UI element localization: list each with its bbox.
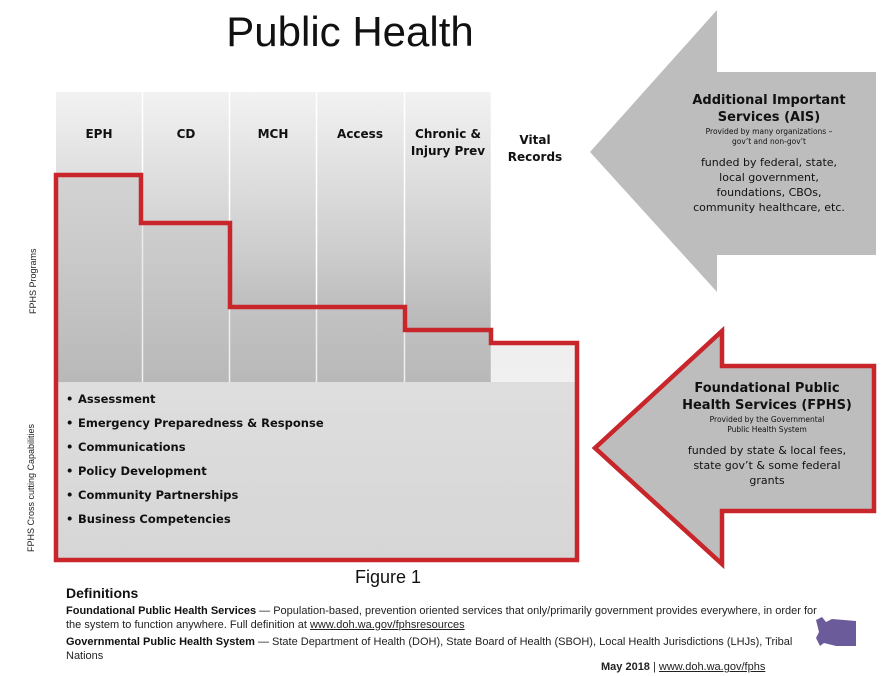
fphs-provided-line2: Public Health System xyxy=(727,425,807,434)
ais-arrow xyxy=(590,10,876,292)
capability-label: Business Competencies xyxy=(78,512,231,526)
ais-funded-line: funded by federal, state, xyxy=(700,156,838,169)
column-vital xyxy=(492,95,577,382)
washington-state-icon xyxy=(816,617,856,646)
footer: May 2018 | www.doh.wa.gov/fphs xyxy=(601,661,765,673)
fphs-funded-line: funded by state & local fees, xyxy=(687,444,847,457)
ais-title-line2: Services (AIS) xyxy=(717,110,821,125)
definitions-heading: Definitions xyxy=(66,585,139,601)
capability-label: Assessment xyxy=(78,392,156,406)
definition-gphs: Governmental Public Health System — Stat… xyxy=(66,635,806,663)
page-title: Public Health xyxy=(226,8,474,55)
ais-funded-text: funded by federal, state, local governme… xyxy=(664,155,874,215)
fphs-title-line1: Foundational Public xyxy=(694,381,840,396)
fphs-funded-line: state gov’t & some federal xyxy=(693,459,841,472)
definition-text: — State Department of Health (DOH), Stat… xyxy=(66,636,793,662)
capability-label: Emergency Preparedness & Response xyxy=(78,416,324,430)
capabilities-band xyxy=(56,382,577,560)
footer-link[interactable]: www.doh.wa.gov/fphs xyxy=(658,661,766,673)
capability-item: •Policy Development xyxy=(66,464,207,478)
definitions-section: Definitions Foundational Public Health S… xyxy=(66,585,826,666)
ais-provided-line2: gov’t and non-gov’t xyxy=(732,137,806,146)
definition-term: Governmental Public Health System xyxy=(66,636,255,648)
ais-funded-line: local government, xyxy=(719,171,819,184)
capability-item: •Emergency Preparedness & Response xyxy=(66,416,324,430)
capability-label: Communications xyxy=(78,440,186,454)
fphs-title-line2: Health Services (FPHS) xyxy=(682,398,852,413)
fphs-arrow-text: Foundational Public Health Services (FPH… xyxy=(664,380,870,488)
footer-date: May 2018 xyxy=(601,661,650,673)
fphs-funded-line: grants xyxy=(749,474,785,487)
ais-arrow-text: Additional Important Services (AIS) Prov… xyxy=(664,92,874,215)
column-label-chronic-line1: Chronic & xyxy=(415,127,481,141)
fphs-outline xyxy=(53,172,580,563)
definition-fphs: Foundational Public Health Services — Po… xyxy=(66,604,826,632)
column-label-chronic-line2: Injury Prev xyxy=(410,144,486,158)
column-label-vital-line1: Vital xyxy=(519,133,551,147)
column-label-eph: EPH xyxy=(85,127,113,141)
column-label-vital: Vital Records xyxy=(492,132,578,166)
capability-item: •Assessment xyxy=(66,392,156,406)
capability-item: •Community Partnerships xyxy=(66,488,239,502)
fphs-provided-line1: Provided by the Governmental xyxy=(709,415,825,424)
column-label-mch: MCH xyxy=(257,127,289,141)
definition-term: Foundational Public Health Services xyxy=(66,605,257,617)
programs-side-label: FPHS Programs xyxy=(28,248,38,314)
fphs-arrow xyxy=(591,325,877,570)
fphs-resources-link[interactable]: www.doh.wa.gov/fphsresources xyxy=(309,619,465,631)
ais-title-line1: Additional Important xyxy=(692,93,846,108)
ais-funded-line: community healthcare, etc. xyxy=(693,201,845,214)
column-label-vital-line2: Records xyxy=(507,150,563,164)
figure-caption: Figure 1 xyxy=(355,567,422,587)
capability-item: •Business Competencies xyxy=(66,512,231,526)
fphs-funded-text: funded by state & local fees, state gov’… xyxy=(664,443,870,488)
capabilities-side-label: FPHS Cross cutting Capabilities xyxy=(26,423,36,552)
capabilities-list: •Assessment •Emergency Preparedness & Re… xyxy=(66,391,324,535)
capability-item: •Communications xyxy=(66,440,186,454)
capability-label: Community Partnerships xyxy=(78,488,239,502)
ais-provided-line1: Provided by many organizations – xyxy=(705,127,833,136)
column-label-chronic: Chronic & Injury Prev xyxy=(405,126,491,160)
column-label-cd: CD xyxy=(176,127,196,141)
ais-funded-line: foundations, CBOs, xyxy=(716,186,822,199)
capability-label: Policy Development xyxy=(78,464,207,478)
column-label-access: Access xyxy=(337,127,383,141)
definition-text: — Population-based, prevention oriented … xyxy=(66,605,817,631)
footer-separator: | xyxy=(649,661,659,673)
